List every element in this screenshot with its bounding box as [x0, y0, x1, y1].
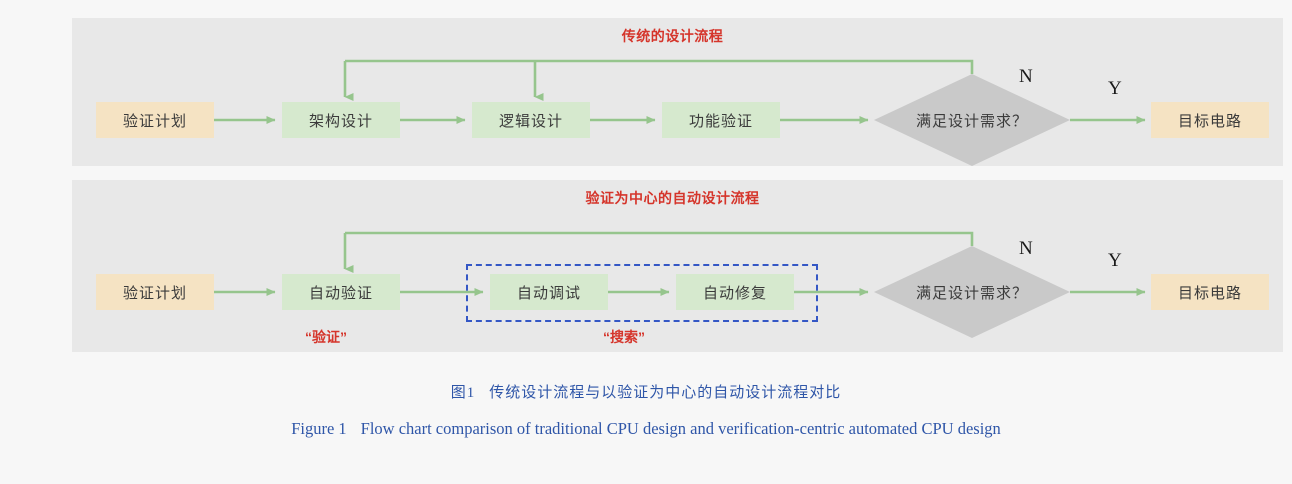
node-automated-auto-repair: 自动修复	[676, 274, 794, 310]
branch-label-automated-yes: Y	[1108, 250, 1122, 271]
node-automated-auto-debug: 自动调试	[490, 274, 608, 310]
panel-traditional-title: 传统的设计流程	[621, 28, 724, 44]
caption-en-prefix: Figure 1	[291, 419, 347, 438]
branch-label-traditional-yes: Y	[1108, 78, 1122, 99]
annotation-verification: “验证”	[305, 329, 347, 345]
figure-caption-cn: 图1 传统设计流程与以验证为中心的自动设计流程对比	[0, 381, 1292, 402]
annotation-search: “搜索”	[603, 329, 645, 345]
node-traditional-logic-design: 逻辑设计	[472, 102, 590, 138]
node-traditional-target-circuit: 目标电路	[1151, 102, 1269, 138]
node-traditional-plan: 验证计划	[96, 102, 214, 138]
figure-caption-en: Figure 1 Flow chart comparison of traditi…	[0, 419, 1292, 439]
node-automated-target-circuit: 目标电路	[1151, 274, 1269, 310]
node-automated-decision: 满足设计需求？	[874, 246, 1070, 338]
caption-cn-prefix: 图1	[450, 385, 476, 401]
node-automated-auto-verification: 自动验证	[282, 274, 400, 310]
node-traditional-decision: 满足设计需求？	[874, 74, 1070, 166]
branch-label-traditional-no: N	[1019, 66, 1033, 87]
node-automated-plan: 验证计划	[96, 274, 214, 310]
panel-traditional-flow: 传统的设计流程	[72, 18, 1283, 166]
node-traditional-functional-verification: 功能验证	[662, 102, 780, 138]
caption-cn-text: 传统设计流程与以验证为中心的自动设计流程对比	[489, 385, 842, 401]
branch-label-automated-no: N	[1019, 238, 1033, 259]
node-traditional-architecture-design: 架构设计	[282, 102, 400, 138]
caption-en-text: Flow chart comparison of traditional CPU…	[360, 419, 1001, 438]
panel-automated-flow: 验证为中心的自动设计流程	[72, 180, 1283, 352]
panel-automated-title: 验证为中心的自动设计流程	[585, 190, 760, 206]
